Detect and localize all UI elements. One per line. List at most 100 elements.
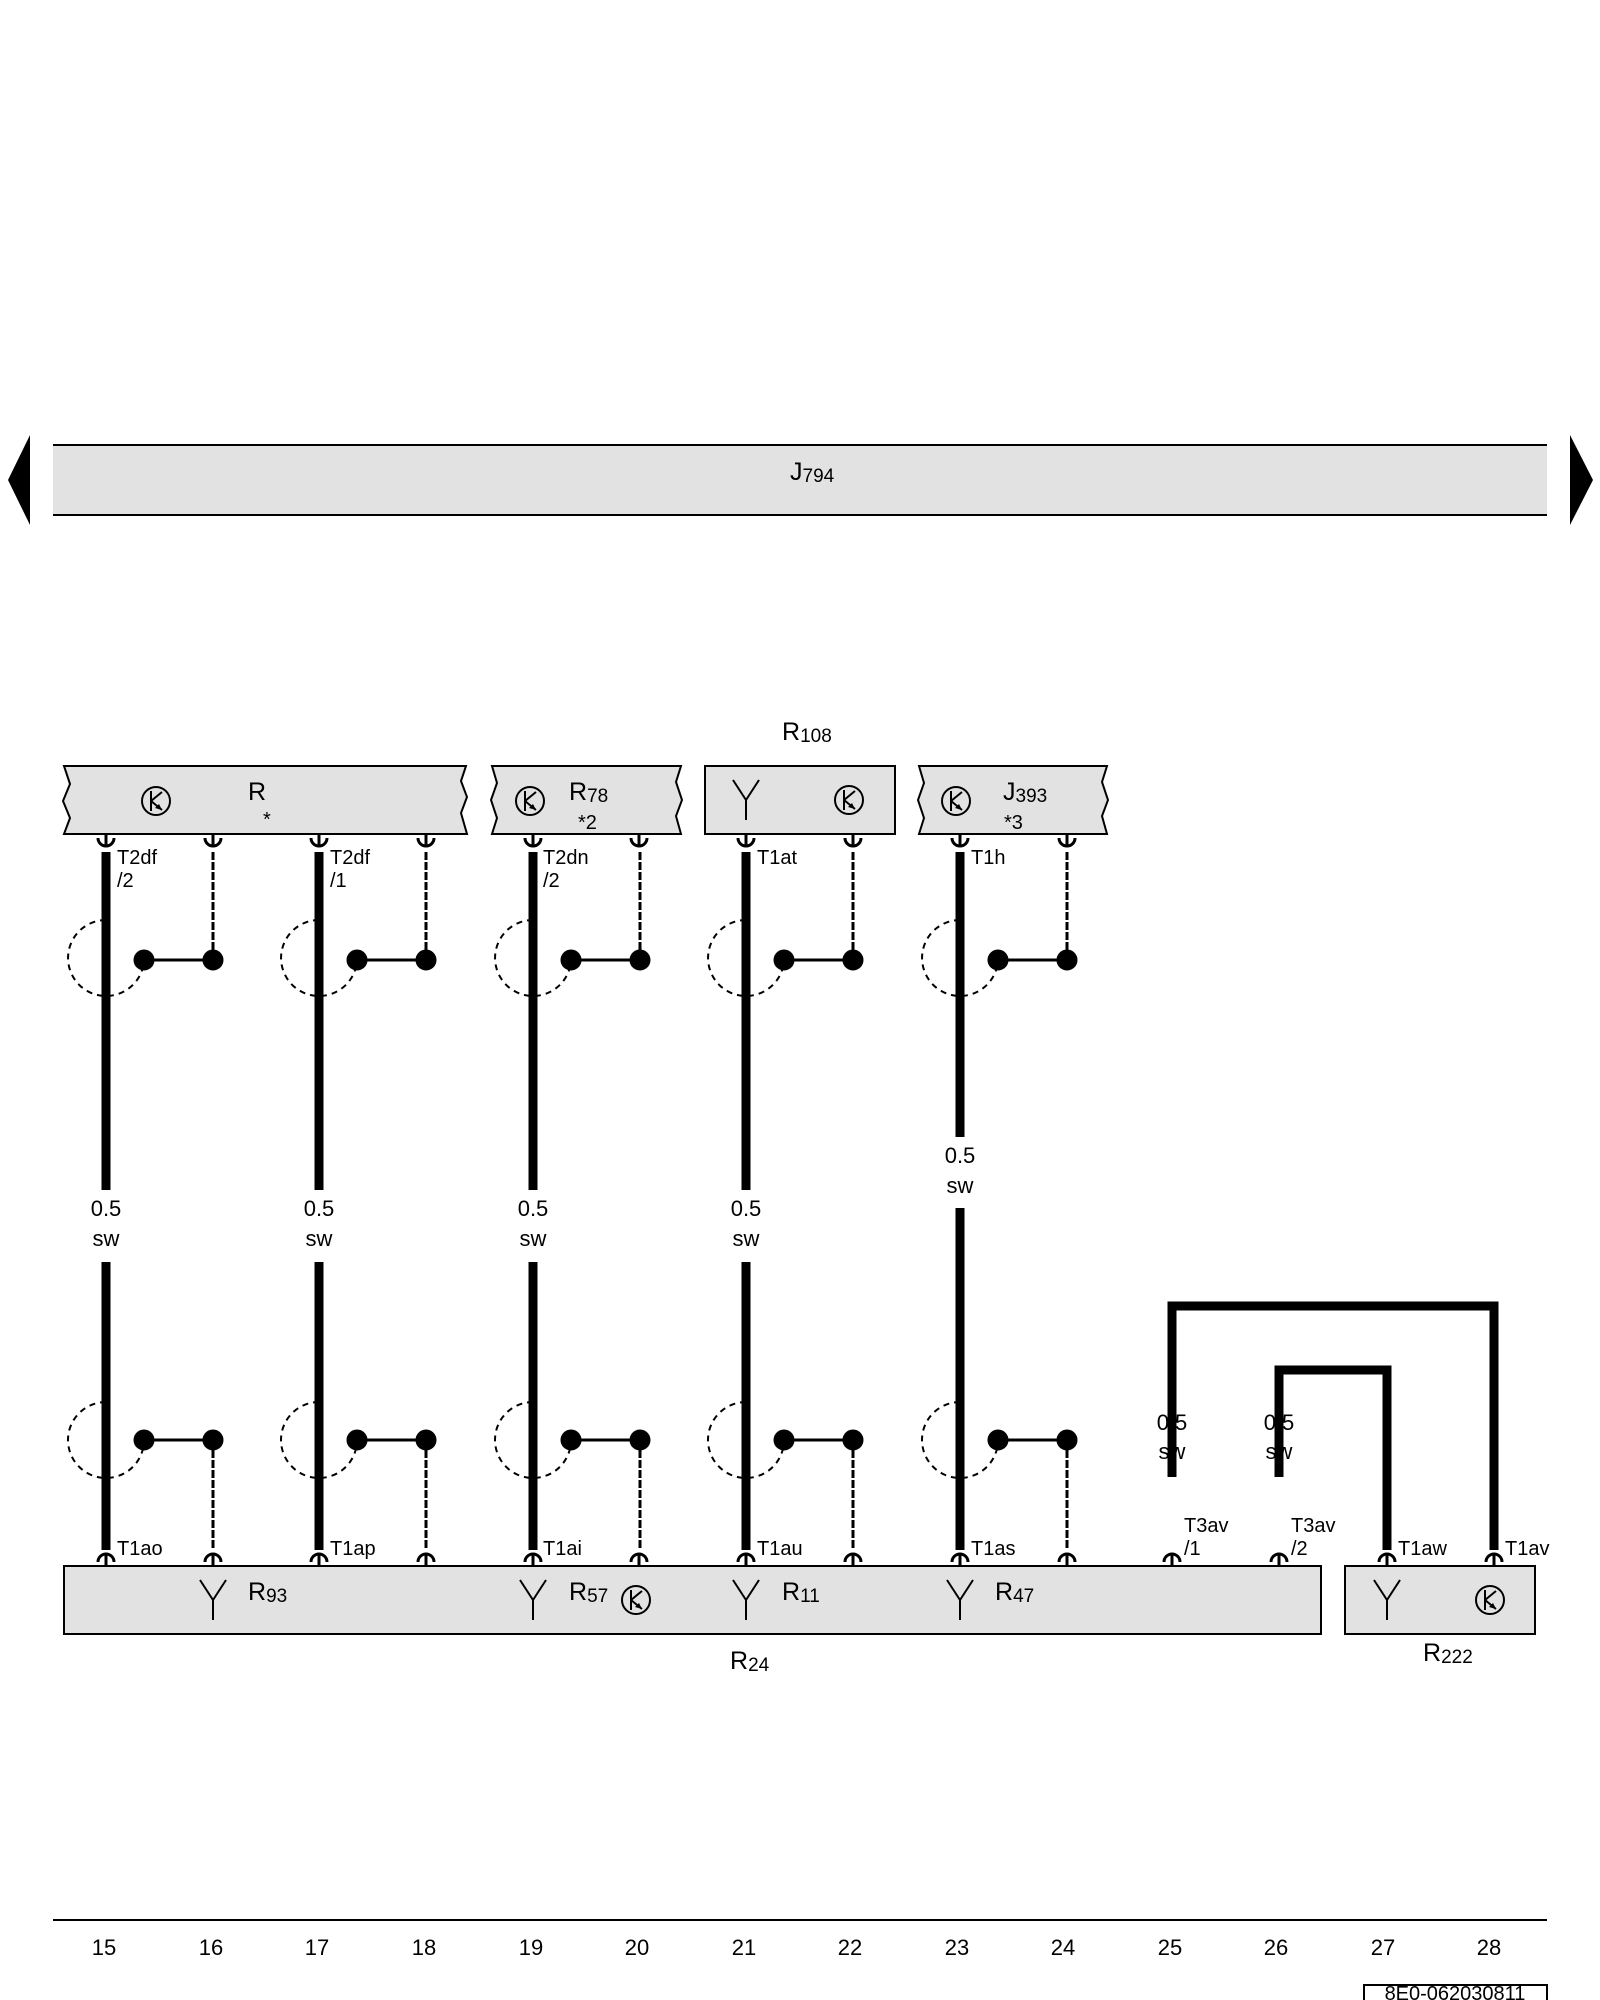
shield-icon [67,852,224,997]
j794-label: J794 [790,458,835,487]
shield-icon [67,1401,224,1550]
connector-pin-icon [309,1552,329,1566]
r93-label: R93 [248,1578,287,1607]
document-code: 8E0-062030811 [1363,1983,1548,2000]
wire-gauge: 0.5 [1157,1410,1188,1435]
connector-pin-icon [950,1552,970,1566]
column-number: 18 [412,1935,436,1960]
connector-pin-icon [843,1552,863,1566]
connector-pin-icon [843,834,863,848]
wire-gauge: 0.5 [91,1196,122,1221]
upper-component-r108: R108 [704,718,896,835]
upper-component-r: R * [61,765,469,835]
connector-pin-icon [203,834,223,848]
connector-pin-icon [1269,1552,1289,1566]
component-r-label: R [248,778,266,806]
wire-gauge: 0.5 [304,1196,335,1221]
wire-gauge: 0.5 [731,1196,762,1221]
wire-gauge: 0.5 [945,1143,976,1168]
shield-icon [494,852,651,997]
column-number: 22 [838,1935,862,1960]
column-ruler: 15 16 17 18 19 20 21 22 23 24 25 26 27 2… [53,1919,1547,1960]
pin-label: T1h [971,847,1005,869]
upper-pin-labels: T2df /2 T2df /1 T2dn /2 T1at T1h [117,847,1005,892]
shield-icon [494,1401,651,1550]
document-code-text: 8E0-062030811 [1385,1983,1526,2000]
upper-component-j393: J393 *3 [916,765,1110,835]
right-arrow-icon [1570,435,1593,525]
wire-labels: 0.5 sw 0.5 sw 0.5 sw 0.5 sw 0.5 sw 0.5 s… [91,1143,1295,1464]
component-r78-note: *2 [578,812,597,834]
component-r-note: * [263,809,271,831]
column-number: 26 [1264,1935,1288,1960]
wire-color: sw [1266,1439,1293,1464]
component-r78-label: R78 [569,778,608,807]
shield-icon [280,852,437,997]
pin-label: T1au [757,1538,803,1560]
pin-label: T1av [1505,1538,1549,1560]
column-number: 15 [92,1935,116,1960]
wire-color: sw [306,1226,333,1251]
connector-pin-icon [309,834,329,848]
lower-component-r24: R93 R57 R11 R47 R24 [63,1565,1322,1676]
column-number: 27 [1371,1935,1395,1960]
component-j393-note: *3 [1004,812,1023,834]
pin-label: T2df [117,847,157,869]
pin-label: /1 [1184,1538,1201,1560]
wire-color: sw [520,1226,547,1251]
j794-component: J794 [8,435,1593,525]
upper-connector-pins [96,834,1077,848]
wire-gauge: 0.5 [518,1196,549,1221]
connector-pin-icon [736,834,756,848]
connector-pin-icon [736,1552,756,1566]
connector-pin-icon [1484,1552,1504,1566]
connector-pin-icon [950,834,970,848]
connector-pin-icon [203,1552,223,1566]
column-number: 16 [199,1935,223,1960]
r57-label: R57 [569,1578,608,1607]
pin-label: /1 [330,870,347,892]
component-j393-label: J393 [1003,778,1047,807]
column-number: 23 [945,1935,969,1960]
lower-component-r222: R222 [1344,1565,1536,1668]
upper-component-r78: R78 *2 [489,765,684,835]
pin-label: T1ap [330,1538,376,1560]
pin-label: T1aw [1398,1538,1447,1560]
pin-label: T3av [1184,1515,1228,1537]
connector-pin-icon [629,834,649,848]
wire-color: sw [733,1226,760,1251]
shield-icon [707,852,864,997]
pin-label: T1ao [117,1538,163,1560]
pin-label: /2 [543,870,560,892]
connector-pin-icon [629,1552,649,1566]
column-number: 19 [519,1935,543,1960]
connector-pin-icon [1057,834,1077,848]
column-number: 21 [732,1935,756,1960]
upper-wires [101,852,965,1190]
wire-color: sw [93,1226,120,1251]
wire-color: sw [1159,1439,1186,1464]
column-number: 20 [625,1935,649,1960]
pin-label: T1at [757,847,797,869]
lower-wires [101,1208,1499,1550]
shield-icon [280,1401,437,1550]
connector-pin-icon [416,834,436,848]
connector-pin-icon [96,1552,116,1566]
pin-label: T2df [330,847,370,869]
upper-shields [67,852,1078,997]
shield-icon [921,852,1078,997]
lower-pin-labels: T1ao T1ap T1ai T1au T1as T3av /1 T3av /2… [117,1515,1549,1560]
pin-label: T1as [971,1538,1015,1560]
pin-label: T1ai [543,1538,582,1560]
connector-pin-icon [96,834,116,848]
lower-shields [67,1401,1078,1550]
shield-icon [707,1401,864,1550]
column-number: 25 [1158,1935,1182,1960]
connector-pin-icon [523,834,543,848]
column-number: 24 [1051,1935,1075,1960]
wire-gauge: 0.5 [1264,1410,1295,1435]
column-number: 28 [1477,1935,1501,1960]
pin-label: T3av [1291,1515,1335,1537]
wire-color: sw [947,1173,974,1198]
